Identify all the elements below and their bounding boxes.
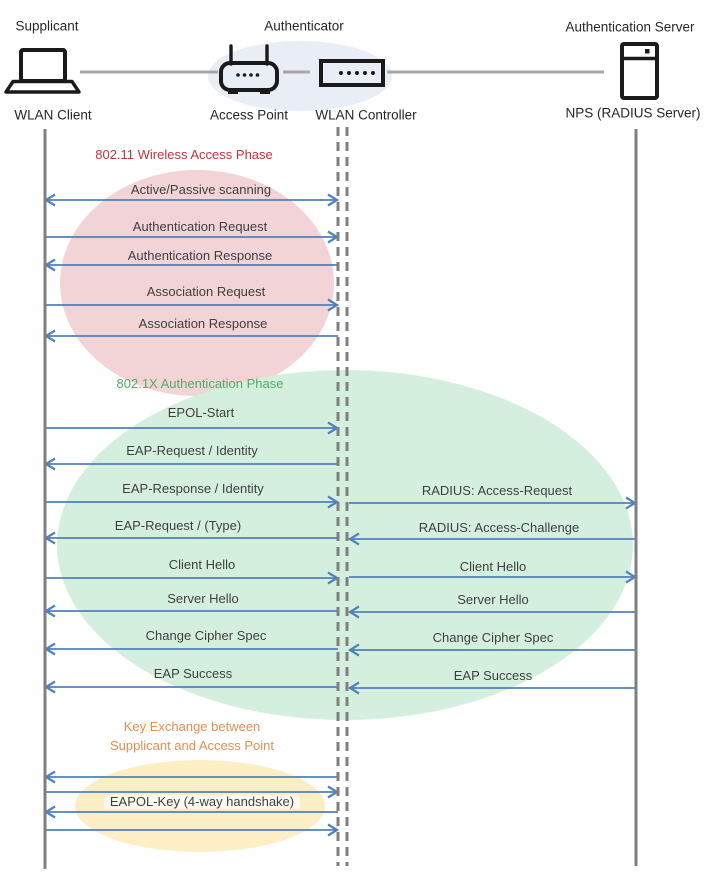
message-label: Authentication Response — [127, 247, 273, 263]
message-label: EAP-Request / (Type) — [114, 517, 242, 533]
message-label: Client Hello — [168, 556, 236, 572]
phase-title: Supplicant and Access Point — [109, 737, 275, 753]
message-label: EAP-Response / Identity — [122, 480, 264, 496]
message-label: Client Hello — [459, 558, 527, 574]
phase-title: 802.1X Authentication Phase — [116, 375, 284, 391]
role-label: Supplicant — [15, 18, 79, 34]
message-label: EAPOL-Key (4-way handshake) — [103, 794, 301, 810]
message-label: RADIUS: Access-Challenge — [418, 519, 580, 535]
message-label: EAP Success — [453, 667, 533, 683]
message-label: EPOL-Start — [167, 404, 235, 420]
device-label: NPS (RADIUS Server) — [565, 105, 701, 121]
laptop-icon — [4, 48, 81, 94]
server-icon — [620, 42, 659, 100]
message-label: Association Response — [138, 315, 268, 331]
device-label: WLAN Client — [14, 107, 92, 123]
phase-title: 802.11 Wireless Access Phase — [95, 146, 273, 162]
phase-title: Key Exchange between — [123, 718, 261, 734]
message-arrow — [347, 681, 636, 695]
message-label: Server Hello — [457, 591, 529, 607]
message-label: Server Hello — [167, 590, 239, 606]
message-label: Change Cipher Spec — [432, 629, 554, 645]
message-label: Active/Passive scanning — [130, 181, 272, 197]
authenticator-highlight-ellipse — [208, 41, 392, 111]
role-label: Authentication Server — [565, 19, 695, 35]
wireless-phase-ellipse — [60, 170, 334, 396]
message-label: EAP-Request / Identity — [126, 442, 258, 458]
message-arrow — [347, 605, 636, 619]
wlan-controller-icon — [319, 59, 385, 87]
message-arrow — [347, 532, 636, 546]
message-arrow — [45, 298, 340, 312]
message-label: Association Request — [146, 283, 266, 299]
auth-phase-ellipse — [57, 370, 633, 720]
message-arrow — [45, 823, 340, 837]
role-label: Authenticator — [264, 18, 344, 34]
message-label: Change Cipher Spec — [145, 627, 267, 643]
message-arrow — [347, 643, 636, 657]
device-label: WLAN Controller — [315, 107, 417, 123]
device-label: Access Point — [209, 107, 289, 123]
message-label: RADIUS: Access-Request — [421, 482, 573, 498]
message-label: EAP Success — [153, 665, 233, 681]
message-label: Authentication Request — [132, 218, 268, 234]
access-point-icon — [219, 44, 279, 94]
